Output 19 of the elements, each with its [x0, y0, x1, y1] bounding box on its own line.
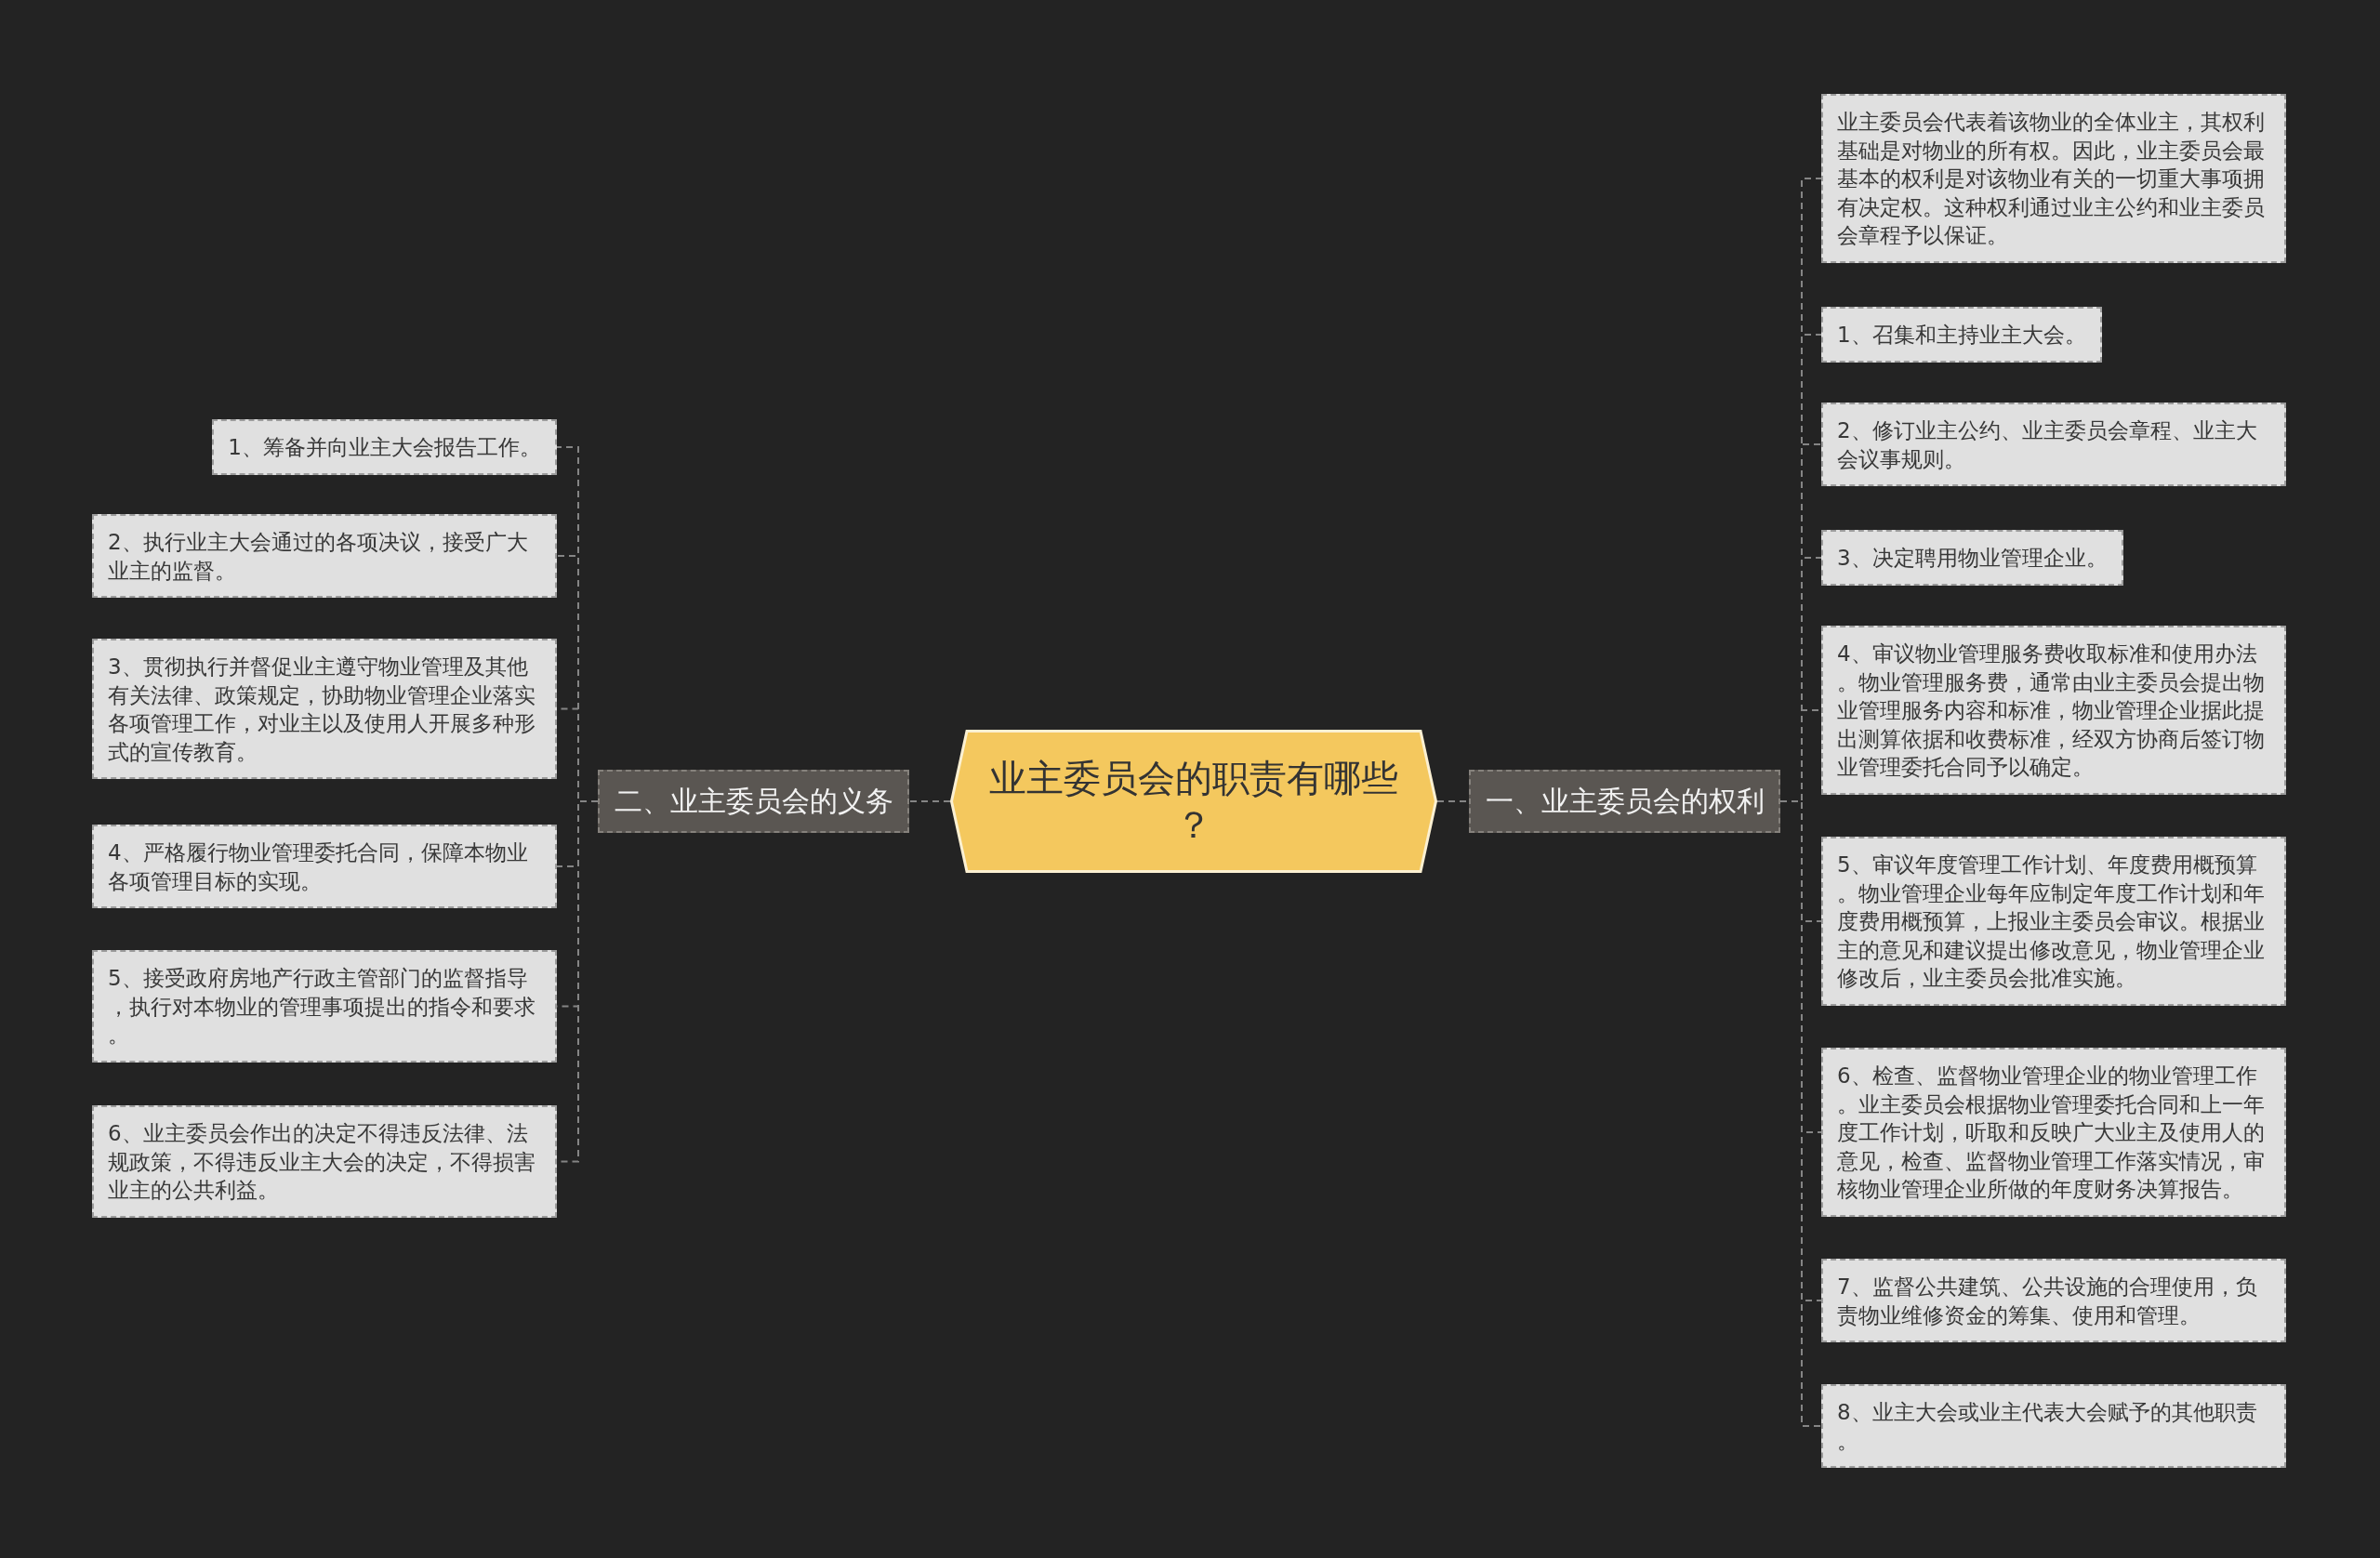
note-box: 4、严格履行物业管理委托合同，保障本物业各项管理目标的实现。 [92, 825, 557, 908]
note-box: 1、召集和主持业主大会。 [1821, 307, 2102, 363]
note-box: 1、筹备并向业主大会报告工作。 [212, 419, 557, 475]
branch-box: 二、业主委员会的义务 [598, 770, 909, 833]
note-box: 2、执行业主大会通过的各项决议，接受广大业主的监督。 [92, 514, 557, 598]
note-box: 5、审议年度管理工作计划、年度费用概预算。物业管理企业每年应制定年度工作计划和年度费用概预算，上报业主委员会审议。根据业主的意见和建议提出修改意见，物业管理企业修改后，业主委员会批准实施。 [1821, 837, 2286, 1006]
note-box: 5、接受政府房地产行政主管部门的监督指导，执行对本物业的管理事项提出的指令和要求。 [92, 950, 557, 1063]
note-box: 3、决定聘用物业管理企业。 [1821, 530, 2123, 586]
note-box: 业主委员会代表着该物业的全体业主，其权利基础是对物业的所有权。因此，业主委员会最基本的权利是对该物业有关的一切重大事项拥有决定权。这种权利通过业主公约和业主委员会章程予以保证。 [1821, 94, 2286, 263]
note-box: 3、贯彻执行并督促业主遵守物业管理及其他有关法律、政策规定，协助物业管理企业落实各项管理工作，对业主以及使用人开展多种形式的宣传教育。 [92, 639, 557, 779]
note-box: 6、检查、监督物业管理企业的物业管理工作。业主委员会根据物业管理委托合同和上一年度工作计划，听取和反映广大业主及使用人的意见，检查、监督物业管理工作落实情况，审核物业管理企业所做的年度财务决算报告。 [1821, 1048, 2286, 1217]
note-box: 2、修订业主公约、业主委员会章程、业主大会议事规则。 [1821, 403, 2286, 486]
note-box: 7、监督公共建筑、公共设施的合理使用，负责物业维修资金的筹集、使用和管理。 [1821, 1259, 2286, 1342]
topic-hexagon: 业主委员会的职责有哪些？ [950, 730, 1437, 873]
branch-box: 一、业主委员会的权利 [1469, 770, 1780, 833]
note-box: 8、业主大会或业主代表大会赋予的其他职责。 [1821, 1384, 2286, 1468]
note-box: 4、审议物业管理服务费收取标准和使用办法。物业管理服务费，通常由业主委员会提出物业管理服务内容和标准，物业管理企业据此提出测算依据和收费标准，经双方协商后签订物业管理委托合同予以确定。 [1821, 626, 2286, 795]
connector-line [908, 800, 951, 802]
note-box: 6、业主委员会作出的决定不得违反法律、法规政策，不得违反业主大会的决定，不得损害业主的公共利益。 [92, 1105, 557, 1218]
